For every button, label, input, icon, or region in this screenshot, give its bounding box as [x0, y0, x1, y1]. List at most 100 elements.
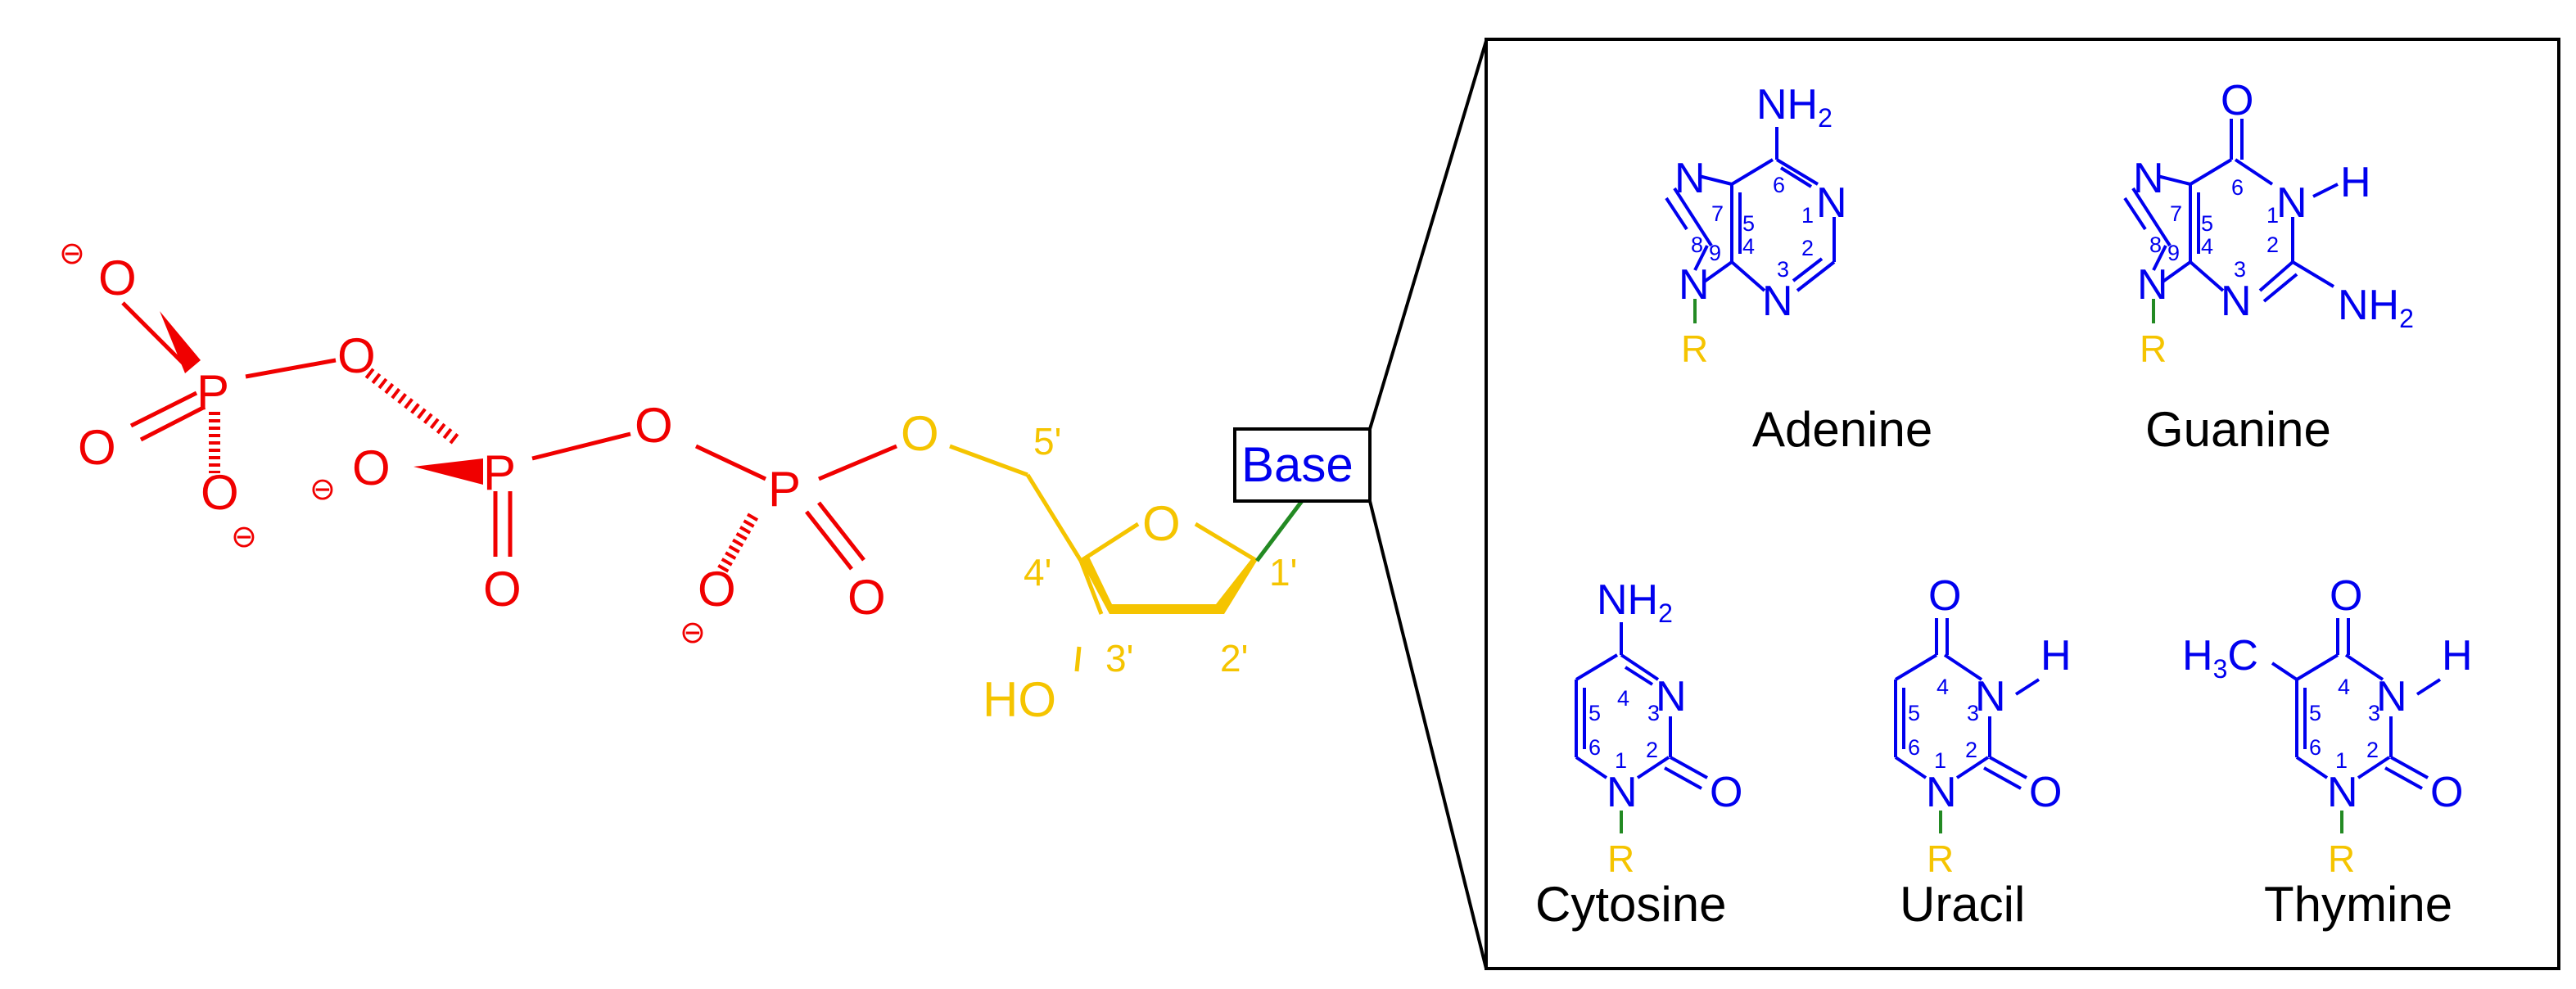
guanine-name: Guanine	[2145, 402, 2331, 457]
uracil-o4: O	[1928, 572, 1961, 620]
guanine-pos-1: 1	[2266, 203, 2279, 228]
zoom-line-top	[1368, 40, 1488, 430]
uracil-pos-2: 2	[1965, 738, 1977, 762]
bases-panel	[1485, 38, 2560, 970]
thymine-h3: H	[2442, 632, 2473, 680]
thymine-pos-6: 6	[2309, 735, 2321, 760]
guanine-nh2: NH2	[2338, 282, 2414, 333]
thymine-methyl: H3C	[2182, 632, 2258, 684]
uracil-pos-1: 1	[1934, 748, 1946, 773]
uracil-n1: N	[1926, 769, 1957, 816]
cytosine-n3: N	[1656, 673, 1687, 720]
o-minus-1: O	[98, 251, 137, 305]
pos-4prime: 4'	[1024, 551, 1051, 594]
triphosphate-labels: O ⊖ P O O O ⊖ P O ⊖ O O P O ⊖ O	[59, 237, 886, 650]
adenine-pos-7: 7	[1711, 201, 1724, 226]
guanine-n9: N	[2137, 261, 2168, 309]
thymine-o4: O	[2330, 572, 2362, 620]
adenine-pos-8: 8	[1691, 233, 1703, 257]
charge-2: ⊖	[231, 520, 257, 554]
adenine-n7: N	[1674, 155, 1706, 202]
o5-prime: O	[901, 406, 939, 461]
uracil-h3: H	[2040, 632, 2072, 680]
cytosine-pos-3: 3	[1647, 701, 1660, 725]
base-placeholder-box	[1233, 427, 1372, 503]
adenine-pos-6: 6	[1773, 173, 1785, 197]
o-minus-3: O	[352, 440, 391, 495]
zoom-line-bottom	[1368, 500, 1488, 969]
uracil-o2: O	[2029, 769, 2062, 816]
guanine-pos-5: 5	[2201, 211, 2213, 236]
adenine-pos-1: 1	[1801, 203, 1814, 228]
o-bridge-1: O	[337, 328, 376, 383]
cytosine-pos-2: 2	[1646, 738, 1658, 762]
adenine-pos-9: 9	[1709, 241, 1721, 265]
sugar-labels: O O HO 5' 4' 3' 2' 1'	[901, 406, 1297, 727]
adenine-pos-2: 2	[1801, 236, 1814, 260]
hydroxyl-3prime: HO	[983, 672, 1056, 727]
thymine-o2: O	[2430, 769, 2463, 816]
adenine-n3: N	[1762, 278, 1793, 325]
uracil-name: Uracil	[1900, 877, 2025, 932]
cytosine-structure	[1575, 622, 1708, 790]
uracil-r: R	[1927, 838, 1954, 880]
thymine-pos-1: 1	[2335, 748, 2348, 773]
o-double-2: O	[483, 562, 522, 616]
charge-3: ⊖	[310, 472, 336, 507]
adenine-n9: N	[1679, 261, 1710, 309]
adenine-labels: NH2 N N N N R 1 2 3 4 5 6 7 8 9 Adenine	[1674, 81, 1932, 457]
deoxyribose-ring	[949, 444, 1259, 672]
glycosidic-bond	[1255, 499, 1304, 562]
adenine-pos-5: 5	[1742, 211, 1755, 236]
pos-2prime: 2'	[1220, 637, 1248, 680]
guanine-pos-4: 4	[2201, 234, 2213, 259]
guanine-labels: O N H N NH2 N N R 1 2 3 4 5 6 7 8 9 Guan…	[2133, 77, 2414, 457]
cytosine-r: R	[1607, 838, 1634, 880]
guanine-pos-7: 7	[2170, 201, 2182, 226]
adenine-r: R	[1681, 327, 1708, 370]
thymine-name: Thymine	[2264, 877, 2452, 932]
thymine-pos-4: 4	[2338, 675, 2350, 699]
guanine-pos-6: 6	[2231, 175, 2244, 200]
uracil-structure	[1894, 618, 2040, 790]
cytosine-nh2: NH2	[1597, 576, 1673, 628]
adenine-pos-4: 4	[1742, 234, 1755, 259]
cytosine-pos-1: 1	[1615, 748, 1627, 773]
cytosine-name: Cytosine	[1535, 877, 1726, 932]
sugar-bold-edge	[1081, 557, 1257, 614]
guanine-pos-8: 8	[2149, 233, 2162, 257]
pos-3prime: 3'	[1105, 637, 1133, 680]
thymine-r: R	[2328, 838, 2355, 880]
uracil-pos-4: 4	[1937, 675, 1949, 699]
guanine-n1: N	[2276, 179, 2307, 227]
thymine-labels: H3C O N H N O R 1 2 3 4 5 6 Thymine	[2182, 572, 2473, 932]
adenine-structure	[1665, 127, 1836, 292]
phosphorus-beta: P	[483, 445, 516, 500]
thymine-n1: N	[2327, 769, 2358, 816]
thymine-n3: N	[2376, 673, 2407, 720]
cytosine-pos-6: 6	[1589, 735, 1601, 760]
uracil-pos-5: 5	[1908, 701, 1920, 725]
guanine-pos-3: 3	[2234, 257, 2246, 282]
guanine-h1: H	[2340, 159, 2371, 206]
charge-1: ⊖	[59, 237, 85, 271]
thymine-pos-2: 2	[2366, 738, 2379, 762]
cytosine-pos-4: 4	[1617, 686, 1629, 711]
uracil-pos-6: 6	[1908, 735, 1920, 760]
pos-5prime: 5'	[1033, 420, 1061, 463]
adenine-pos-3: 3	[1777, 257, 1789, 282]
o-minus-4: O	[698, 562, 736, 616]
adenine-nh2: NH2	[1756, 81, 1833, 133]
thymine-structure	[2271, 618, 2442, 790]
triphosphate-group	[121, 301, 897, 576]
phosphorus-gamma: P	[197, 365, 229, 420]
adenine-n1: N	[1816, 179, 1847, 227]
thymine-pos-3: 3	[2368, 701, 2380, 725]
guanine-o6: O	[2221, 77, 2253, 124]
base-placeholder-label: Base	[1241, 437, 1354, 492]
cytosine-labels: NH2 N N O R 1 2 3 4 5 6 Cytosine	[1535, 576, 1742, 932]
charge-4: ⊖	[680, 616, 706, 650]
cytosine-pos-5: 5	[1589, 701, 1601, 725]
guanine-pos-2: 2	[2266, 233, 2279, 257]
